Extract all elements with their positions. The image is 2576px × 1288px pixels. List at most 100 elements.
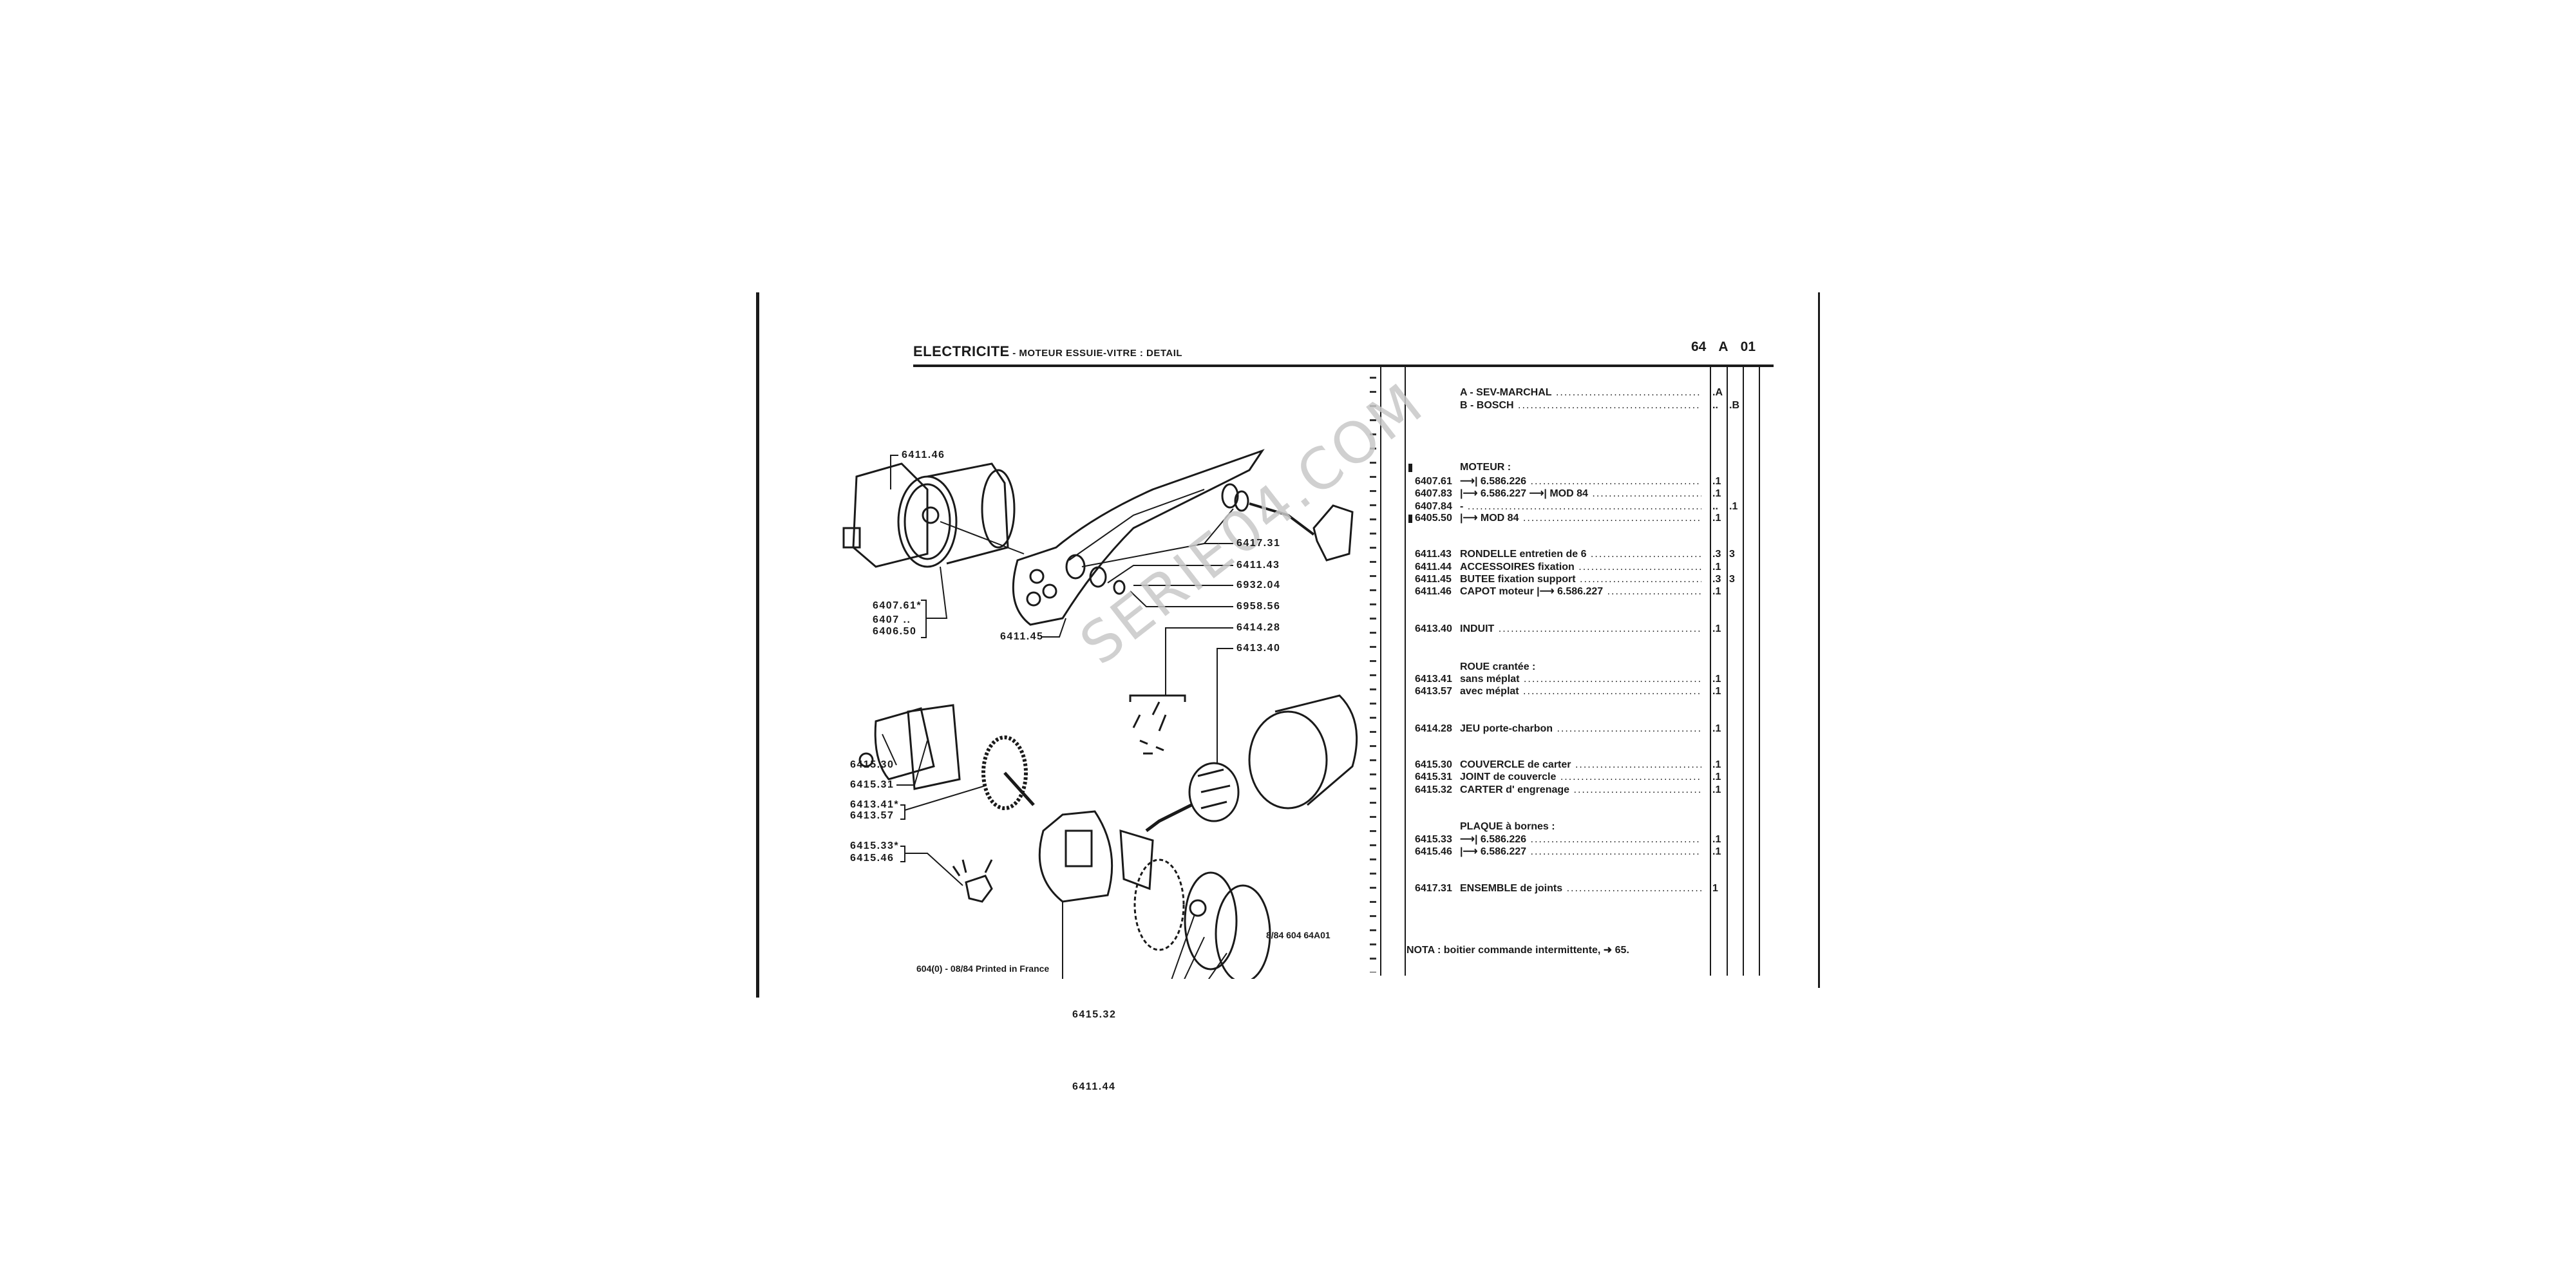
callout-label: 6407.61*: [873, 600, 922, 611]
part-code: 6411.46: [1415, 586, 1452, 597]
callout-label: 6411.45: [1000, 631, 1044, 642]
change-marker: [1408, 515, 1412, 523]
callout-label: 6417.31: [1236, 538, 1281, 549]
parts-list-row: 6411.46 CAPOT moteur |⟶ 6.586.227: [1415, 585, 1718, 598]
parts-list-row: 6407.84-: [1415, 500, 1718, 513]
page-title: ELECTRICITE - MOTEUR ESSUIE-VITRE : DETA…: [913, 343, 1182, 360]
part-code: 6411.45: [1415, 574, 1452, 585]
quantity-col-a: .3: [1712, 574, 1721, 585]
part-code: 6415.46: [1415, 846, 1452, 857]
parts-list-row: 6415.33⟶| 6.586.226: [1415, 833, 1718, 846]
part-description: ENSEMBLE de joints: [1460, 882, 1701, 895]
parts-list-row: B - BOSCH: [1415, 399, 1718, 412]
part-code: 6413.57: [1415, 686, 1452, 697]
part-description: |⟶ 6.586.227: [1460, 846, 1701, 858]
parts-list-row: 6407.83 |⟶ 6.586.227 ⟶| MOD 84: [1415, 488, 1718, 500]
parts-list-row: ROUE crantée :: [1415, 661, 1718, 674]
callout-label: 6932.04: [1236, 580, 1281, 591]
callout-label: 6407 ..: [873, 614, 911, 625]
quantity-col-a: .1: [1712, 623, 1721, 634]
quantity-col-a: .1: [1712, 513, 1721, 524]
part-description: JEU porte-charbon: [1460, 723, 1701, 735]
qty-column-line: [1759, 367, 1760, 976]
qty-column-line: [1743, 367, 1744, 976]
quantity-col-a: ..: [1712, 400, 1718, 411]
quantity-col-a: .1: [1712, 723, 1721, 734]
part-description: CAPOT moteur |⟶ 6.586.227: [1460, 585, 1701, 598]
part-description: sans méplat: [1460, 673, 1701, 686]
motor-assembly: [842, 462, 1025, 568]
quantity-col-a: .1: [1712, 674, 1721, 685]
quantity-col-a: .1: [1712, 834, 1721, 845]
page-reference: 64 A 01: [1691, 339, 1756, 354]
callout-label: 6411.46: [902, 450, 945, 460]
quantity-col-b: 3: [1729, 549, 1735, 560]
column-divider: [1405, 367, 1406, 976]
quantity-col-a: .1: [1712, 586, 1721, 597]
callout-label: 6413.40: [1236, 643, 1281, 654]
part-code: 6415.32: [1415, 784, 1452, 795]
callout-label: 6414.28: [1236, 622, 1281, 633]
gearbox-cover: [858, 704, 961, 790]
parts-list-row: 6415.46 |⟶ 6.586.227: [1415, 846, 1718, 858]
change-marker: [1408, 464, 1412, 472]
title-main: ELECTRICITE: [913, 343, 1010, 359]
quantity-col-a: .1: [1712, 759, 1721, 770]
qty-column-line: [1727, 367, 1728, 976]
part-description: |⟶ 6.586.227 ⟶| MOD 84: [1460, 488, 1701, 500]
part-description: COUVERCLE de carter: [1460, 759, 1701, 772]
part-description: ROUE crantée :: [1460, 661, 1536, 672]
part-code: 6407.61: [1415, 476, 1452, 487]
nota-text: NOTA : boitier commande intermittente, ➜…: [1406, 945, 1629, 956]
page-left-border: [756, 292, 759, 998]
column-divider: [1380, 367, 1381, 976]
part-description: RONDELLE entretien de 6: [1460, 548, 1701, 561]
drawing-reference: 8/84 604 64A01: [1266, 930, 1331, 940]
callout-label: 6958.56: [1236, 601, 1281, 612]
parts-list-row: 6415.32 CARTER d' engrenage: [1415, 784, 1718, 797]
part-code: 6411.44: [1415, 562, 1452, 573]
parts-list-row: 6413.57 avec méplat: [1415, 685, 1718, 698]
part-code: 6413.41: [1415, 674, 1452, 685]
part-code: 6413.40: [1415, 623, 1452, 634]
printed-footer: 604(0) - 08/84 Printed in France: [916, 963, 1050, 974]
part-code: 6415.33: [1415, 834, 1452, 845]
quantity-col-a: .1: [1712, 686, 1721, 697]
part-description: MOTEUR :: [1460, 462, 1511, 473]
quantity-col-b: .B: [1729, 400, 1739, 411]
terminal-plate: [952, 829, 1154, 903]
quantity-col-a: 1: [1712, 883, 1718, 894]
callout-label: 6406.50: [873, 626, 917, 637]
page-right-border: [1818, 292, 1820, 988]
part-description: |⟶ MOD 84: [1460, 512, 1701, 525]
part-description: avec méplat: [1460, 685, 1701, 698]
quantity-col-a: .1: [1712, 772, 1721, 782]
quantity-col-a: .3: [1712, 549, 1721, 560]
part-code: 6405.50: [1415, 513, 1452, 524]
stator-housing: [1248, 694, 1358, 810]
parts-list-row: PLAQUE à bornes :: [1415, 820, 1718, 833]
quantity-col-a: .1: [1712, 846, 1721, 857]
parts-list-row: 6405.50 |⟶ MOD 84: [1415, 512, 1718, 525]
callout-label: 6415.31: [850, 779, 895, 790]
callout-label: 6415.46: [850, 853, 895, 864]
part-description: ACCESSOIRES fixation: [1460, 561, 1701, 574]
gear-housing: [1038, 810, 1113, 903]
parts-list-row: 6411.45 BUTEE fixation support: [1415, 573, 1718, 586]
part-code: 6407.83: [1415, 488, 1452, 499]
part-code: 6407.84: [1415, 501, 1452, 512]
quantity-col-a: .A: [1712, 387, 1723, 398]
part-code: 6415.31: [1415, 772, 1452, 782]
armature: [1145, 762, 1240, 832]
quantity-col-a: ..: [1712, 501, 1718, 512]
callout-label: 6415.33*: [850, 840, 900, 851]
part-description: CARTER d' engrenage: [1460, 784, 1701, 797]
part-description: BUTEE fixation support: [1460, 573, 1701, 586]
part-description: -: [1460, 500, 1701, 513]
parts-list-row: 6407.61⟶| 6.586.226: [1415, 475, 1718, 488]
